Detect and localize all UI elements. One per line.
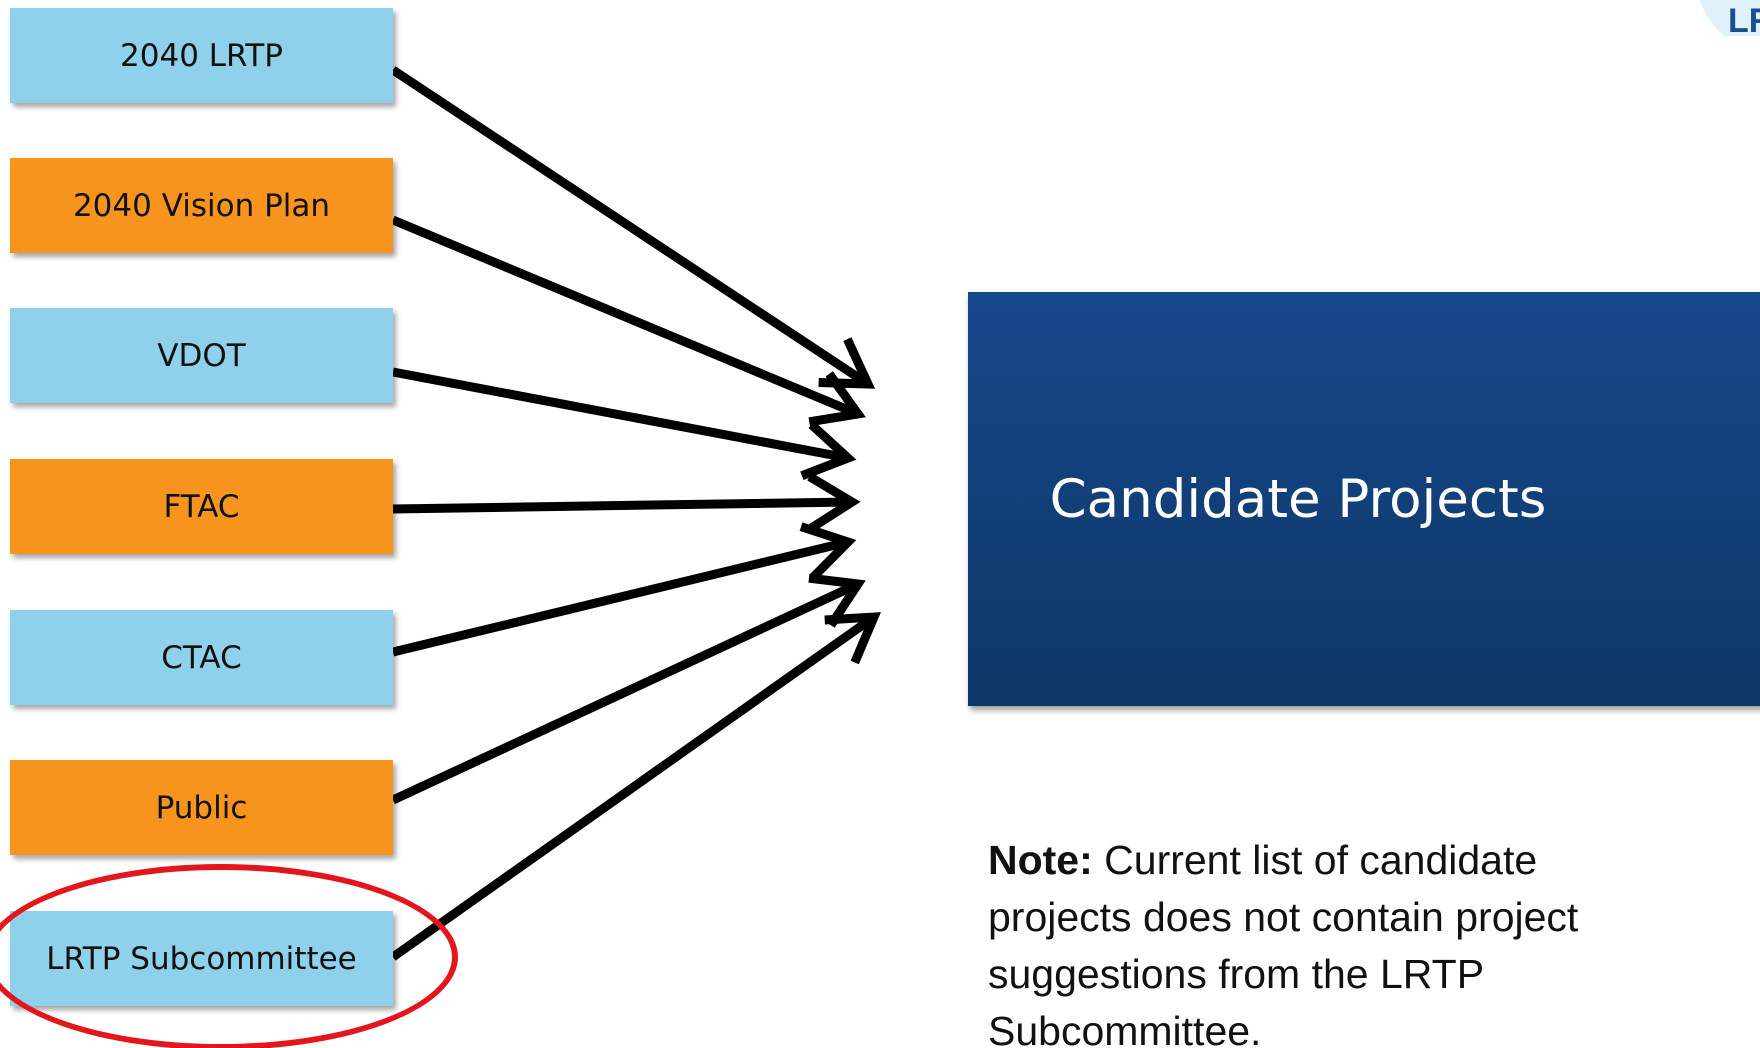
source-box-lrtp-subcommittee[interactable]: LRTP Subcommittee (10, 911, 393, 1006)
source-label: 2040 LRTP (120, 37, 283, 74)
source-box-ctac[interactable]: CTAC (10, 610, 393, 705)
note-prefix: Note: (988, 837, 1093, 883)
source-label: CTAC (161, 639, 242, 676)
source-label: FTAC (163, 488, 240, 525)
source-box-2040-lrtp[interactable]: 2040 LRTP (10, 8, 393, 103)
arrow-2040-vision-plan-head (808, 371, 866, 427)
source-label: VDOT (157, 337, 246, 374)
arrow-lrtp-subcommittee (390, 613, 877, 961)
source-box-ftac[interactable]: FTAC (10, 459, 393, 554)
arrow-2040-lrtp-head (818, 337, 876, 389)
note-text: Note: Current list of candidate projects… (988, 832, 1688, 1048)
arrow-vdot-head (800, 421, 857, 480)
arrow-public-head (808, 573, 866, 628)
source-box-public[interactable]: Public (10, 760, 393, 855)
arrow-ftac-head (807, 472, 861, 533)
arrow-2040-vision-plan (391, 215, 860, 419)
source-label: 2040 Vision Plan (72, 187, 331, 224)
arrow-vdot (392, 367, 849, 463)
arrow-ftac (392, 497, 853, 514)
arrow-public (391, 579, 860, 805)
source-box-2040-vision-plan[interactable]: 2040 Vision Plan (10, 158, 393, 253)
logo-fragment: LR (1700, 0, 1760, 36)
candidate-projects-label: Candidate Projects (1049, 468, 1547, 530)
source-label: LRTP Subcommittee (46, 940, 357, 977)
arrow-ctac-head (799, 522, 857, 581)
note-body: Current list of candidate projects does … (988, 837, 1579, 1048)
arrow-ctac (391, 537, 850, 657)
source-label: Public (155, 789, 248, 826)
arrow-lrtp-subcommittee-head (824, 612, 881, 665)
candidate-projects-box[interactable]: Candidate Projects (968, 292, 1760, 706)
source-box-vdot[interactable]: VDOT (10, 308, 393, 403)
arrow-2040-lrtp (390, 66, 871, 388)
logo-text: LR (1728, 2, 1760, 36)
